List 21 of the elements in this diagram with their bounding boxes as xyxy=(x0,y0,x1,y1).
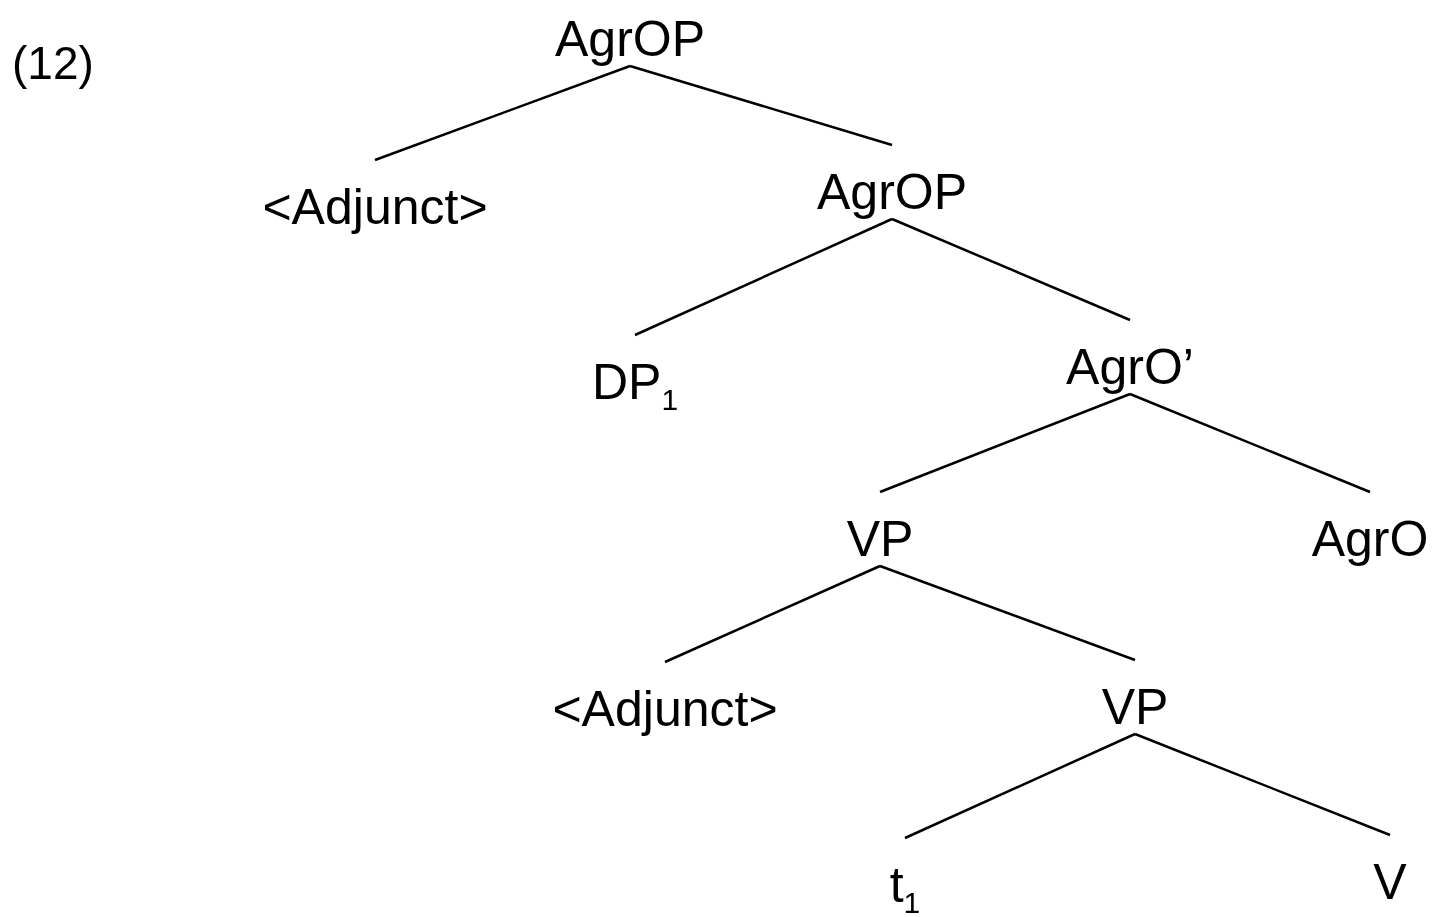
tree-branch xyxy=(629,64,893,147)
tree-node-label: <Adjunct> xyxy=(262,160,488,234)
tree-node-label: <Adjunct> xyxy=(552,662,778,736)
tree-branch xyxy=(879,564,1136,662)
tree-node-label: VP xyxy=(1101,660,1169,734)
tree-branch xyxy=(904,732,1136,840)
tree-node-label: AgrOP xyxy=(816,145,968,219)
tree-node-label: VP xyxy=(846,492,914,566)
tree-branch xyxy=(879,392,1131,494)
tree-branch xyxy=(374,64,631,162)
tree-node-label: t$_{1}$ xyxy=(889,838,921,912)
tree-node-label: AgrOP xyxy=(554,0,706,66)
tree-branch xyxy=(664,564,881,664)
tree-branch xyxy=(1134,732,1391,837)
tree-branch xyxy=(1129,392,1371,494)
tree-node-label: V xyxy=(1373,835,1407,909)
tree-node-label: AgrO’ xyxy=(1066,320,1194,394)
tree-node-label: AgrO xyxy=(1311,492,1429,566)
tree-node-label: DP$_{1}$ xyxy=(591,335,679,409)
tree-branch xyxy=(891,217,1131,322)
tree-branch xyxy=(634,217,893,337)
